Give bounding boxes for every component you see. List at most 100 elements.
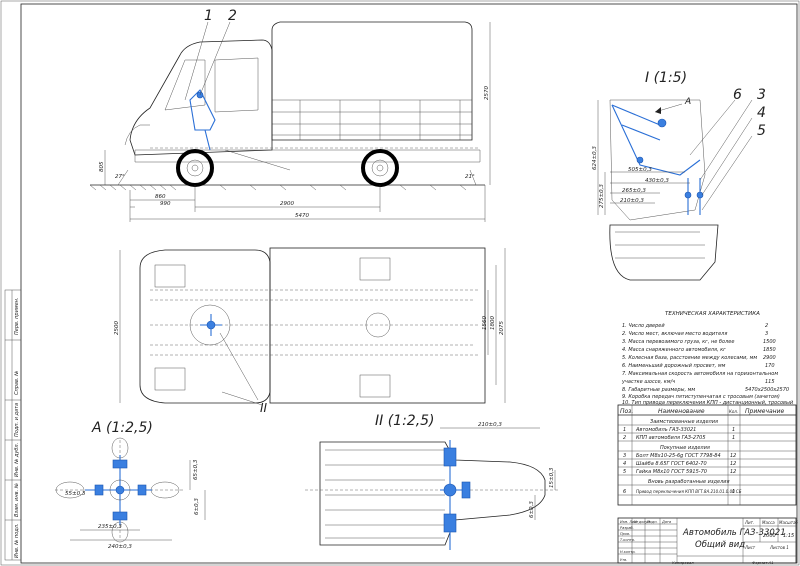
cab-body <box>129 39 273 156</box>
title-block-text: Автомобиль ГАЗ-33021 Общий вид Лит. Масс… <box>620 520 799 565</box>
tech-row: 3. Масса перевозимого груза, кг, не боле… <box>622 339 734 345</box>
spec-header: Поз. <box>620 408 633 415</box>
dim-label: 65±0,3 <box>193 459 199 480</box>
arrow-A-label: A <box>684 97 691 107</box>
dim-label: 235±0,3 <box>98 524 122 530</box>
section-II-label: II <box>260 401 268 415</box>
spec-name: Автомобиль ГАЗ-33021 <box>635 427 696 433</box>
rear-wheel <box>361 149 399 187</box>
callout-5: 5 <box>757 123 766 139</box>
spec-header: Наименование <box>658 408 705 415</box>
spec-qty: 1 <box>732 435 735 441</box>
dim-label: 2570 <box>484 86 490 100</box>
spec-name: Гайка М8х10 ГОСТ 5915-70 <box>636 469 707 475</box>
dim-label: 15±0,3 <box>549 467 555 488</box>
callout-4: 4 <box>757 105 766 121</box>
drawing-subtitle: Общий вид <box>695 540 745 550</box>
door-window <box>214 57 259 113</box>
detail-I-title: I (1:5) <box>645 70 687 86</box>
tb-mass-value: 2000 <box>763 533 776 539</box>
frame-rail <box>134 149 481 163</box>
spec-header: Примечание <box>745 408 784 415</box>
tech-list: 1. Число дверей 2 2. Число мест, включая… <box>621 323 794 406</box>
tb-sheets: Листов 1 <box>769 545 789 550</box>
tb-sheet: Лист <box>744 545 756 550</box>
tech-value: 115 <box>765 379 775 385</box>
dim-label: 430±0,3 <box>645 178 669 184</box>
tech-title: ТЕХНИЧЕСКАЯ ХАРАКТЕРИСТИКА <box>665 311 760 317</box>
spec-qty: 12 <box>730 469 736 475</box>
tb-format: Формат А1 <box>752 560 774 565</box>
callout-1: 1 <box>204 8 213 24</box>
callout-2: 2 <box>228 8 237 24</box>
gearshift-assembly <box>189 89 216 131</box>
tech-value: 1500 <box>763 339 776 345</box>
tb-mass: Масса <box>762 520 775 525</box>
spec-pos: 3 <box>623 453 626 459</box>
side-window <box>164 59 206 111</box>
title-block <box>617 517 797 564</box>
spec-name: Привод переключения КПП ВГТ.8А.210.01.0.… <box>636 489 742 494</box>
tb-role-header: № докум. <box>633 520 651 524</box>
tech-value: 170 <box>765 363 775 369</box>
view-A <box>55 437 206 543</box>
tech-row: участке шоссе, км/ч <box>621 379 675 385</box>
dim-label: 275±0,3 <box>599 184 605 208</box>
tb-role: Утв. <box>620 558 627 562</box>
tb-role: Т.контр. <box>620 538 635 542</box>
dim-label: 240±0,3 <box>108 544 132 550</box>
cab-top <box>139 249 271 404</box>
margin-label: Подп. и дата <box>14 403 20 437</box>
spec-section: Заимствованные изделия <box>650 419 718 425</box>
tech-row: 5. Колесная база, расстояние между колес… <box>622 355 757 361</box>
tech-row: 7. Максимальная скорость автомобиля на г… <box>622 371 778 377</box>
tb-role: Разраб. <box>620 526 634 530</box>
dim-label: 6±0,3 <box>194 498 200 515</box>
spec-qty: 1 <box>732 489 735 495</box>
tech-row: 10. Тип привода переключения КПП - диста… <box>622 400 794 406</box>
dim-label: 6±0,3 <box>529 501 535 518</box>
spec-table-text: Поз. Наименование Кол. Примечание Заимст… <box>620 408 784 495</box>
margin-label: Инв. № дубл. <box>14 443 20 477</box>
tech-value: 1850 <box>763 347 776 353</box>
spec-qty: 12 <box>730 453 736 459</box>
tb-lit: Лит. <box>744 520 754 525</box>
view-A-title: A (1:2,5) <box>91 420 153 436</box>
tb-copied: Копировал <box>672 560 694 565</box>
dim-label: 1560 <box>482 316 488 330</box>
dim-label: 624±0,3 <box>592 146 598 170</box>
tb-role: Изм. Лист <box>620 520 639 524</box>
dim-label: 805 <box>99 161 105 172</box>
spec-qty: 12 <box>730 461 736 467</box>
spec-header: Кол. <box>729 409 738 414</box>
margin-label: Перв. примен. <box>14 297 20 335</box>
spec-section: Покупные изделия <box>660 445 710 451</box>
detail-I <box>597 99 753 281</box>
tb-scale-value: 1:15 <box>783 533 794 539</box>
dim-label: 505±0,3 <box>628 167 652 173</box>
cargo-top <box>269 247 486 404</box>
spec-name: Болт М8х10-25-6g ГОСТ 7798-84 <box>636 453 721 459</box>
dim-label: 990 <box>160 201 171 207</box>
tech-row: 8. Габаритные размеры, мм <box>622 387 695 393</box>
tb-role: Н.контр. <box>620 550 636 554</box>
tech-row: 9. Коробка передач пятиступенчатая с тро… <box>622 394 780 400</box>
spec-pos: 4 <box>623 461 626 467</box>
tech-row: 1. Число дверей <box>622 323 665 329</box>
front-wheel <box>176 149 214 187</box>
dim-label: 210±0,3 <box>620 198 644 204</box>
spec-section: Вновь разработанные изделия <box>648 479 730 485</box>
dim-label: 2075 <box>499 321 505 335</box>
tb-role-header: Дата <box>661 520 671 524</box>
dim-label: 27° <box>115 174 125 180</box>
view-II-title: II (1:2,5) <box>375 413 435 429</box>
margin-label: Справ. № <box>14 371 20 395</box>
left-margin-strip: Перв. примен. Справ. № Подп. и дата Инв.… <box>4 289 22 561</box>
spec-qty: 1 <box>732 427 735 433</box>
callout-6: 6 <box>733 87 742 103</box>
view-II <box>221 391 560 550</box>
dim-label: 2500 <box>114 321 120 335</box>
tb-scale: Масштаб <box>779 520 799 525</box>
tech-row: 6. Наименьший дорожный просвет, мм <box>622 363 726 369</box>
